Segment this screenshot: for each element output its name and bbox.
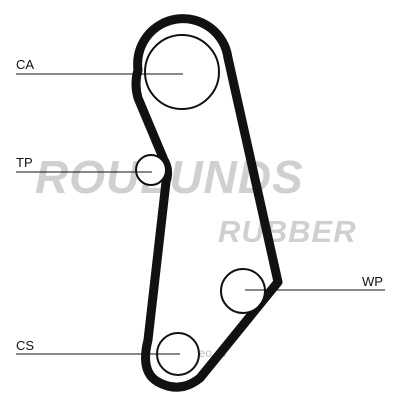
watermark-sub: RUBBER	[218, 214, 357, 249]
label-cs: CS	[16, 338, 34, 353]
camshaft-pulley	[144, 34, 220, 110]
label-ca: CA	[16, 57, 34, 72]
water-pump-pulley	[220, 268, 266, 314]
label-wp: WP	[362, 274, 383, 289]
tensioner-pulley	[135, 154, 167, 186]
timing-belt	[131, 14, 283, 392]
label-tp: TP	[16, 155, 33, 170]
